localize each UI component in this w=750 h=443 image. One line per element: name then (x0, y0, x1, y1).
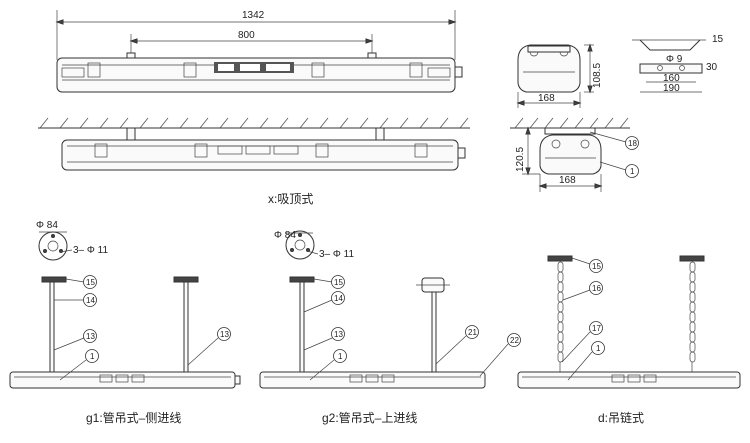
g2-callout-1: 1 (338, 352, 343, 361)
dim-overall-length: 1342 (242, 10, 265, 21)
callout-ceiling-1: 1 (630, 167, 635, 176)
bracket-detail: 15 Φ 9 30 160 190 (632, 34, 724, 94)
caption-ceiling: x:吸顶式 (268, 192, 313, 206)
g2-dim-phi: Φ 84 (274, 230, 296, 241)
g1-callout-1: 1 (90, 352, 95, 361)
d-callout-1: 1 (596, 344, 601, 353)
dim-bracket-190: 190 (663, 83, 680, 94)
g2-callout-22: 22 (510, 336, 519, 345)
caption-g1: g1:管吊式–侧进线 (86, 410, 181, 425)
dim-ceiling-width: 168 (559, 175, 576, 186)
end-section-view: 108.5 168 (516, 43, 603, 108)
dim-end-width: 168 (538, 93, 555, 104)
d-chain-view: 15 16 17 1 d:吊链式 (517, 255, 741, 425)
dim-bracket-phi: Φ 9 (666, 54, 683, 65)
callout-ceiling-18: 18 (628, 139, 637, 148)
caption-d: d:吊链式 (598, 410, 644, 425)
d-callout-17: 17 (592, 324, 601, 333)
g2-dim-holes: 3– Φ 11 (319, 249, 354, 260)
g1-callout-14: 14 (86, 296, 95, 305)
g2-callout-14: 14 (334, 294, 343, 303)
g1-callout-13b: 13 (220, 330, 229, 339)
dim-ceiling-height: 120.5 (515, 147, 526, 172)
g2-callout-21: 21 (468, 328, 477, 337)
d-callout-15: 15 (592, 262, 601, 271)
d-callout-16: 16 (592, 284, 601, 293)
g1-dim-holes: 3– Φ 11 (73, 245, 108, 256)
g2-callout-15: 15 (334, 278, 343, 287)
g1-callout-15: 15 (86, 278, 95, 287)
dim-mount-spacing: 800 (238, 30, 255, 41)
dim-end-height: 108.5 (592, 63, 603, 88)
front-view: 1342 800 (55, 10, 463, 93)
g1-dim-phi: Φ 84 (36, 220, 58, 231)
dim-bracket-160: 160 (663, 73, 680, 84)
g2-pipe-top-entry-view: Φ 84 3– Φ 11 15 14 13 1 21 22 g2:管吊式–上进线 (259, 230, 521, 425)
g2-callout-13: 13 (334, 330, 343, 339)
ceiling-mount-view: x:吸顶式 120.5 168 18 1 (38, 117, 639, 206)
g1-callout-13: 13 (86, 332, 95, 341)
dim-bracket-side: 30 (706, 62, 718, 73)
caption-g2: g2:管吊式–上进线 (322, 410, 417, 425)
dim-bracket-top: 15 (712, 34, 724, 45)
g1-pipe-side-entry-view: Φ 84 3– Φ 11 15 14 13 1 13 g1:管吊式–侧进线 (9, 220, 241, 425)
